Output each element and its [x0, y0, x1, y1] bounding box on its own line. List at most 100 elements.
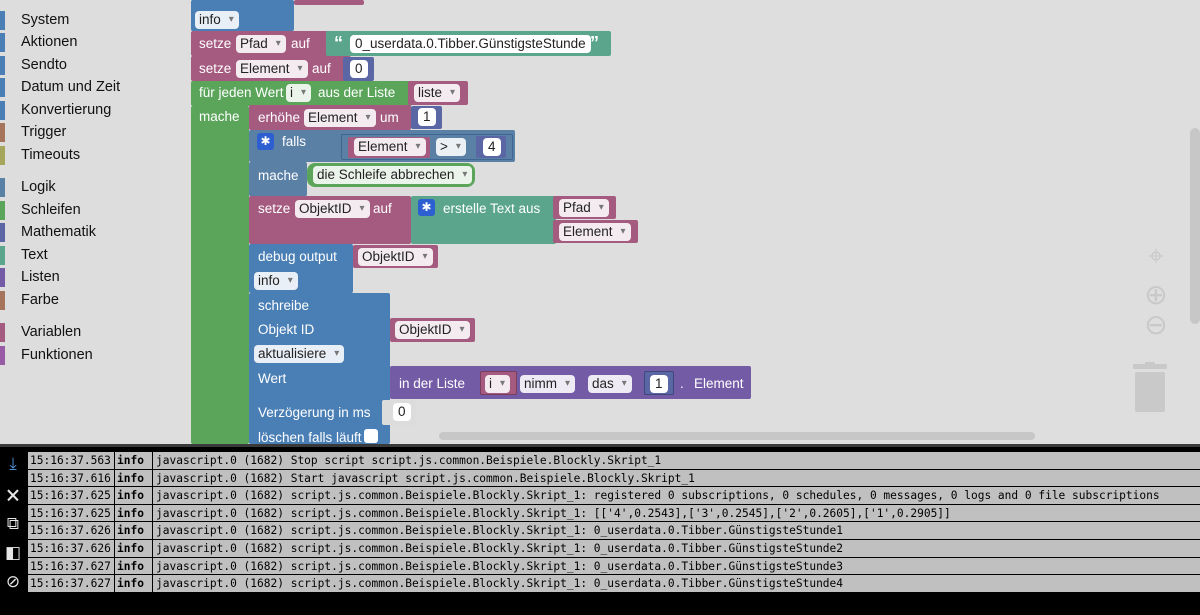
- set-objektid-setze-label: setze: [258, 201, 291, 216]
- gear-icon[interactable]: ✱: [257, 133, 274, 150]
- log-time: 15:16:37.627: [30, 577, 111, 591]
- hide-icon[interactable]: ⊘: [5, 572, 21, 591]
- quote-open-icon: “: [334, 33, 343, 53]
- block-edge: [294, 0, 364, 5]
- if-label: falls: [282, 134, 307, 149]
- write-state-block[interactable]: [249, 293, 390, 444]
- liste-variable-dropdown[interactable]: liste: [414, 84, 461, 102]
- toolbox-category-text[interactable]: Text: [0, 245, 160, 266]
- write-objid-label: Objekt ID: [258, 322, 315, 337]
- compare-right-field[interactable]: 4: [483, 138, 501, 156]
- info-dropdown-top[interactable]: info: [195, 11, 239, 29]
- toolbox-category-variablen[interactable]: Variablen: [0, 322, 160, 343]
- write-delay-field[interactable]: 0: [393, 403, 411, 421]
- text-item2-dropdown[interactable]: Element: [559, 223, 631, 241]
- toolbox-category-system[interactable]: System: [0, 10, 160, 31]
- set-objektid-variable-dropdown[interactable]: ObjektID: [295, 200, 370, 218]
- workspace-horizontal-scrollbar[interactable]: [439, 432, 1035, 440]
- write-objid-dropdown[interactable]: ObjektID: [395, 321, 470, 339]
- log-time: 15:16:37.563: [30, 454, 111, 467]
- if-block-foot: [249, 187, 307, 196]
- log-message: javascript.0 (1682) script.js.common.Bei…: [152, 575, 1200, 592]
- list-element-label: Element: [694, 376, 744, 391]
- toolbox-category-datum-und-zeit[interactable]: Datum und Zeit: [0, 77, 160, 98]
- log-message: javascript.0 (1682) script.js.common.Bei…: [152, 504, 1200, 522]
- set-pfad-variable-dropdown[interactable]: Pfad: [236, 35, 286, 53]
- toolbox-category-sendto[interactable]: Sendto: [0, 55, 160, 76]
- in-list-label: in der Liste: [399, 376, 466, 391]
- debug-output-label: debug output: [258, 249, 337, 264]
- set-pfad-auf-label: auf: [291, 36, 310, 51]
- write-mode-dropdown[interactable]: aktualisiere: [254, 345, 345, 363]
- create-text-block[interactable]: [411, 196, 556, 244]
- write-clear-label: löschen falls läuft: [258, 430, 362, 444]
- toolbox-category-timeouts[interactable]: Timeouts: [0, 145, 160, 166]
- log-message: javascript.0 (1682) script.js.common.Bei…: [152, 487, 1200, 504]
- log-time: 15:16:37.627: [30, 559, 111, 573]
- toolbox-category-farbe[interactable]: Farbe: [0, 290, 160, 311]
- toolbox-category-trigger[interactable]: Trigger: [0, 122, 160, 143]
- foreach-from-label: aus der Liste: [318, 85, 396, 100]
- toolbox-category-logik[interactable]: Logik: [0, 177, 160, 198]
- debug-level-dropdown[interactable]: info: [254, 272, 298, 290]
- create-text-label: erstelle Text aus: [443, 201, 541, 216]
- list-index-field[interactable]: 1: [650, 375, 668, 393]
- set-objektid-auf-label: auf: [373, 201, 392, 216]
- increment-by-label: um: [380, 110, 399, 125]
- gear-icon[interactable]: ✱: [418, 199, 435, 216]
- log-level: info: [114, 539, 152, 557]
- log-time: 15:16:37.626: [30, 524, 111, 538]
- copy-icon[interactable]: ⧉: [6, 514, 20, 533]
- break-loop-dropdown[interactable]: die Schleife abbrechen: [313, 166, 473, 184]
- zoom-out-icon[interactable]: ⊖: [1144, 309, 1168, 340]
- element-init-field[interactable]: 0: [350, 60, 368, 78]
- recenter-icon[interactable]: ⌖: [1148, 240, 1164, 271]
- log-level: info: [114, 504, 152, 522]
- increment-value-field[interactable]: 1: [418, 108, 436, 126]
- write-value-label: Wert: [258, 371, 287, 386]
- debug-variable-dropdown[interactable]: ObjektID: [358, 248, 433, 266]
- write-clear-checkbox[interactable]: [364, 429, 378, 443]
- increment-variable-dropdown[interactable]: Element: [304, 109, 376, 127]
- log-level: info: [114, 469, 152, 487]
- log-level: info: [114, 522, 152, 539]
- blockly-workspace[interactable]: info setze Pfad auf “ 0_userdata.0.Tibbe…: [160, 0, 1200, 444]
- compare-operator-dropdown[interactable]: >: [436, 138, 466, 156]
- clear-log-icon[interactable]: 🗙: [6, 485, 20, 504]
- list-which-dropdown[interactable]: das: [588, 375, 632, 393]
- zoom-in-icon[interactable]: ⊕: [1144, 279, 1168, 310]
- text-item1-dropdown[interactable]: Pfad: [559, 199, 609, 217]
- toolbox-category-konvertierung[interactable]: Konvertierung: [0, 100, 160, 121]
- toolbox-category-funktionen[interactable]: Funktionen: [0, 345, 160, 366]
- pfad-text-field[interactable]: 0_userdata.0.Tibber.GünstigsteStunde: [350, 35, 591, 53]
- log-level: info: [114, 575, 152, 592]
- show-details-icon[interactable]: ◧: [4, 543, 22, 562]
- workspace-vertical-scrollbar[interactable]: [1190, 128, 1200, 324]
- log-level: info: [114, 557, 152, 575]
- list-var-dropdown[interactable]: i: [485, 375, 510, 393]
- scroll-to-bottom-icon[interactable]: ⤓: [9, 454, 17, 473]
- foreach-do-label: mache: [199, 109, 240, 124]
- set-element-variable-dropdown[interactable]: Element: [236, 60, 308, 78]
- toolbox-category-mathematik[interactable]: Mathematik: [0, 222, 160, 243]
- trash-icon[interactable]: [1130, 362, 1170, 414]
- list-take-dropdown[interactable]: nimm: [520, 375, 575, 393]
- compare-left-dropdown[interactable]: Element: [354, 138, 426, 156]
- foreach-variable-dropdown[interactable]: i: [286, 84, 311, 102]
- log-time: 15:16:37.626: [30, 541, 111, 555]
- toolbox-category-aktionen[interactable]: Aktionen: [0, 32, 160, 53]
- log-level: info: [114, 452, 152, 469]
- set-pfad-setze-label: setze: [199, 36, 232, 51]
- log-time: 15:16:37.625: [30, 506, 111, 520]
- log-message: javascript.0 (1682) script.js.common.Bei…: [152, 539, 1200, 557]
- toolbox-category-listen[interactable]: Listen: [0, 267, 160, 288]
- list-dot-label: .: [680, 376, 684, 391]
- toolbox-category-schleifen[interactable]: Schleifen: [0, 200, 160, 221]
- log-time: 15:16:37.625: [30, 489, 111, 503]
